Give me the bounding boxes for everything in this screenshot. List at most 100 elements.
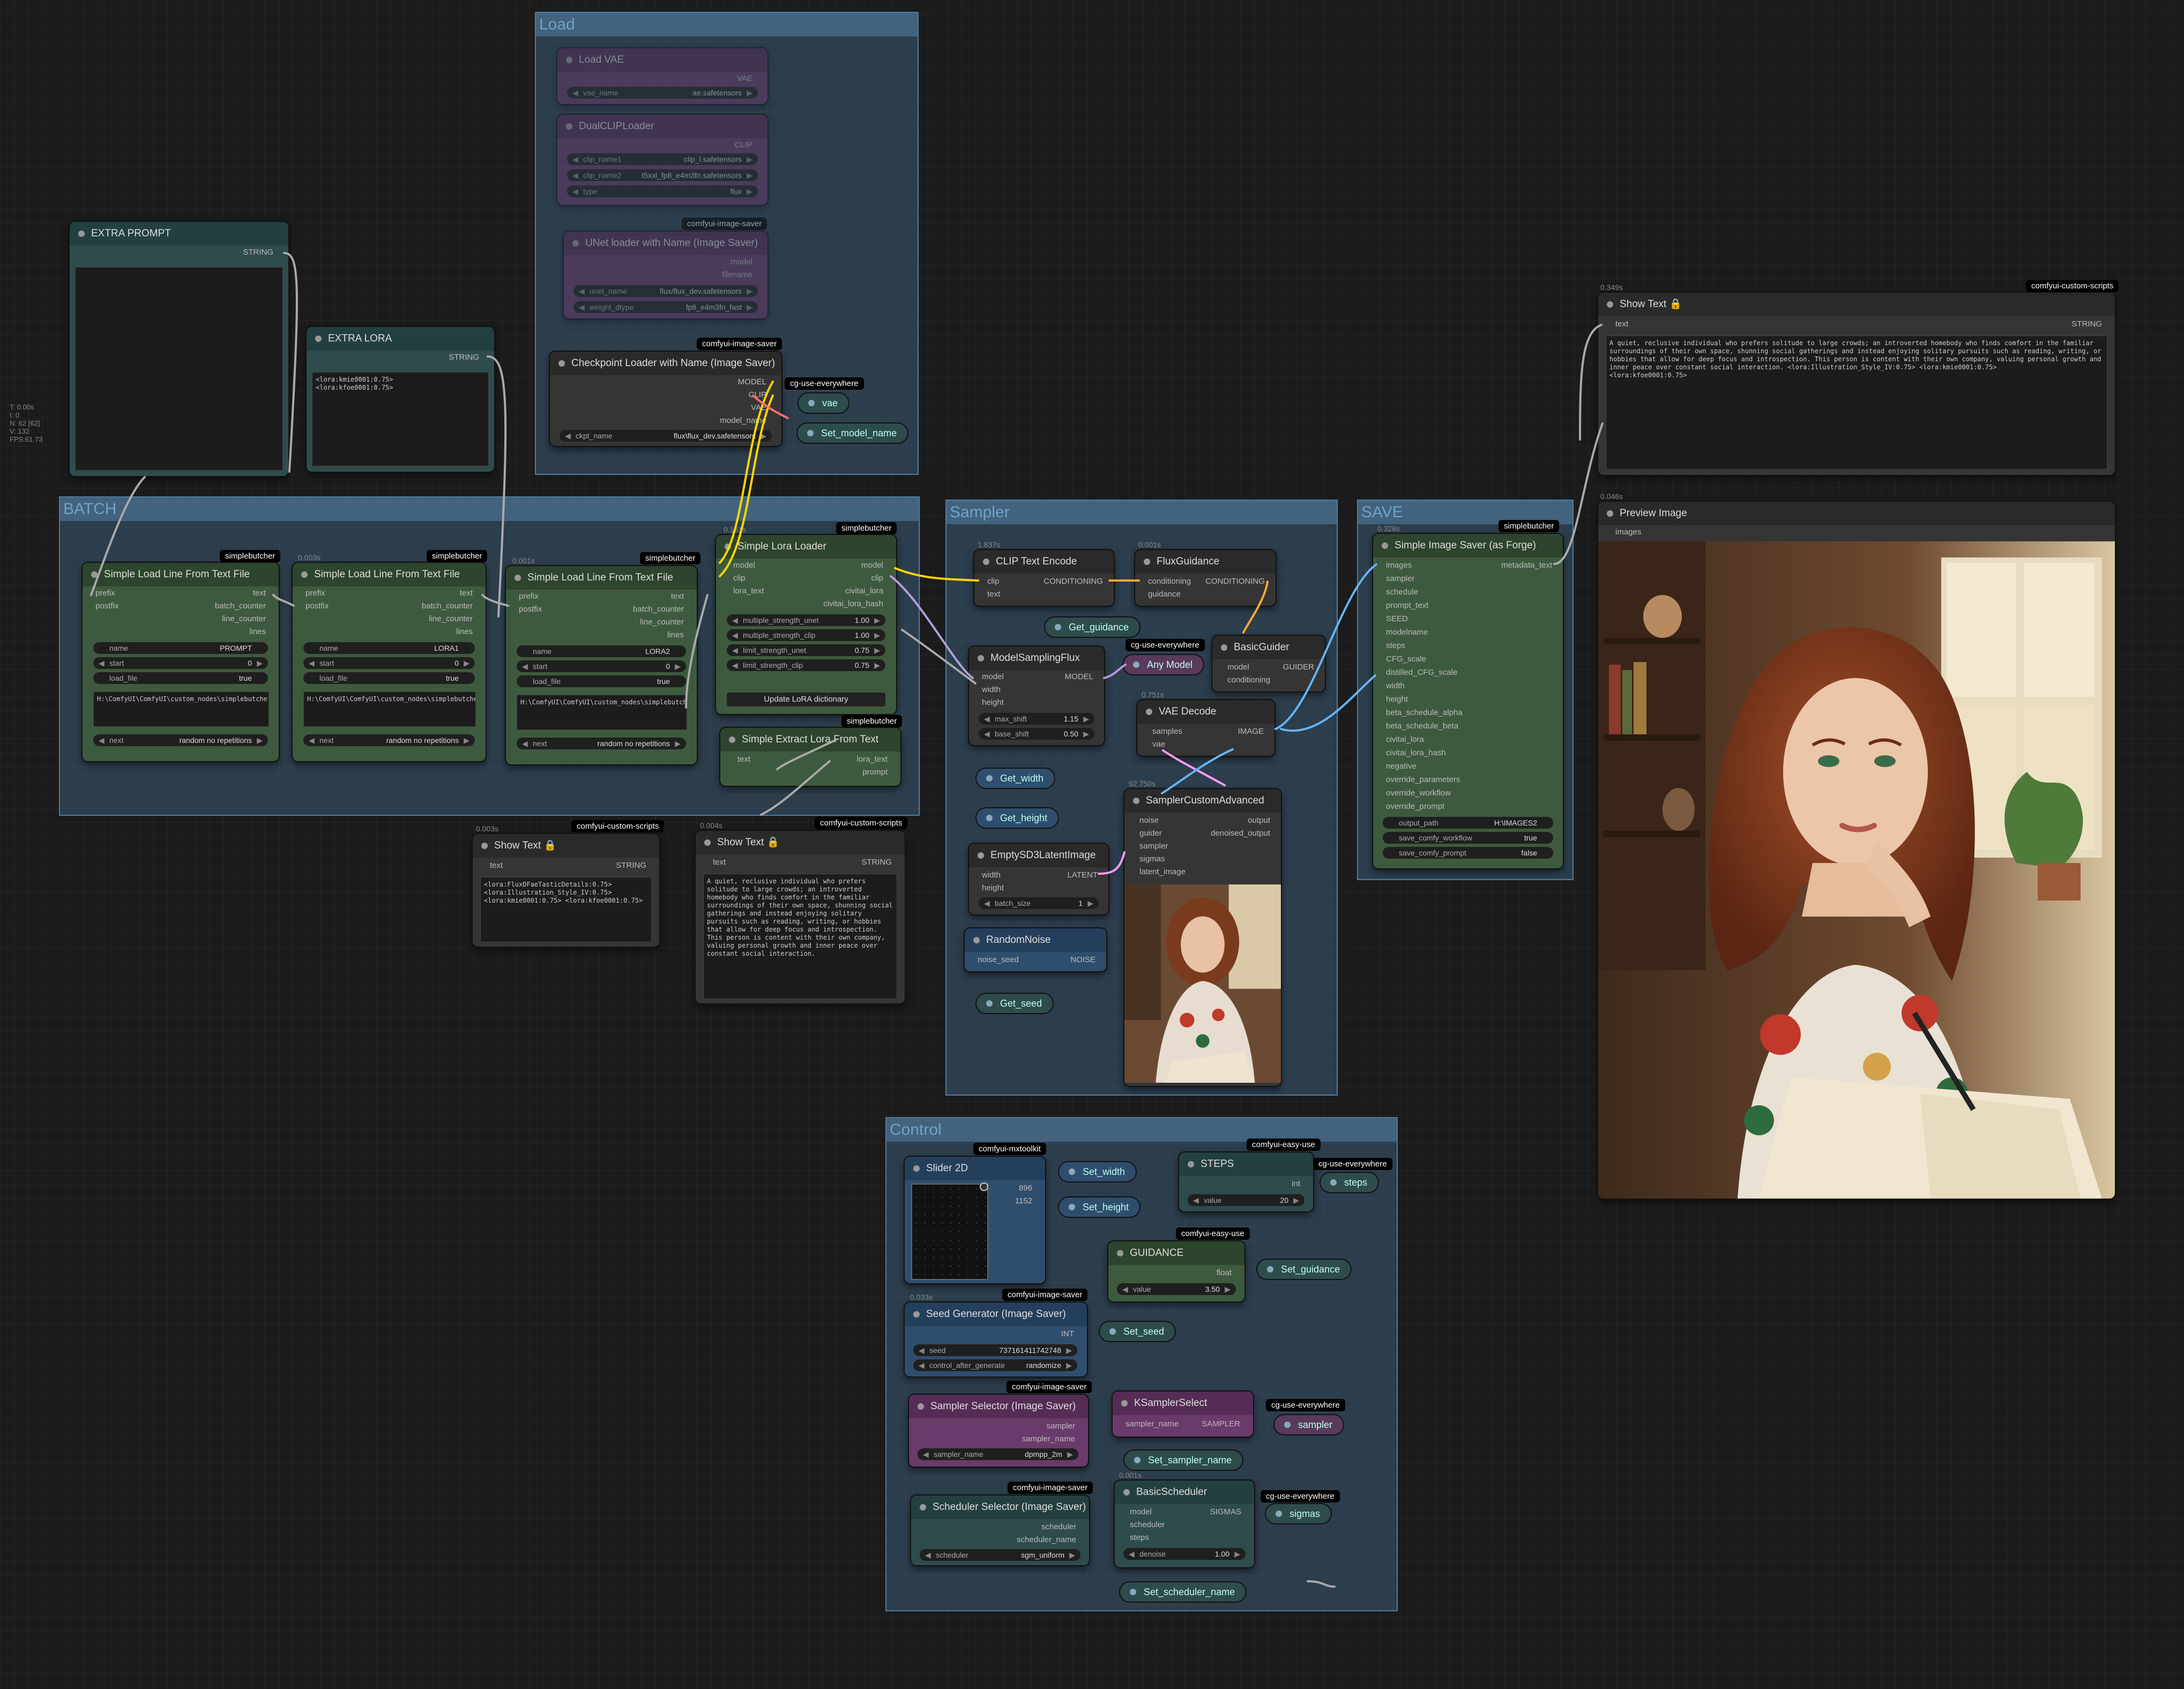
output-prompt[interactable]: prompt bbox=[862, 768, 888, 777]
input-lora-text[interactable]: lora_text bbox=[733, 586, 764, 596]
output-civitai-lora-hash[interactable]: civitai_lora_hash bbox=[823, 599, 883, 608]
arrow-right-icon[interactable]: ▶ bbox=[257, 736, 263, 745]
arrow-right-icon[interactable]: ▶ bbox=[1225, 1285, 1231, 1293]
input-scheduler[interactable]: scheduler bbox=[1130, 1520, 1165, 1529]
node-load-line-prompt[interactable]: Simple Load Line From Text File prefix p… bbox=[83, 563, 279, 761]
output-denoised[interactable]: denoised_output bbox=[1211, 829, 1270, 838]
arrow-right-icon[interactable]: ▶ bbox=[747, 303, 752, 311]
input-sigmas[interactable]: sigmas bbox=[1139, 854, 1165, 864]
input-override-parameters[interactable]: override_parameters bbox=[1386, 775, 1460, 784]
output-filename[interactable]: filename bbox=[722, 270, 752, 279]
input-steps[interactable]: steps bbox=[1130, 1533, 1149, 1542]
extra-prompt-textarea[interactable] bbox=[75, 267, 283, 471]
output-string[interactable]: STRING bbox=[616, 861, 646, 870]
node-scheduler-selector[interactable]: Scheduler Selector (Image Saver) schedul… bbox=[911, 1495, 1089, 1565]
output-sampler[interactable]: sampler bbox=[1046, 1422, 1075, 1431]
arrow-left-icon[interactable]: ◀ bbox=[732, 661, 738, 669]
input-override-workflow[interactable]: override_workflow bbox=[1386, 788, 1451, 798]
arrow-left-icon[interactable]: ◀ bbox=[923, 1450, 929, 1459]
input-height[interactable]: height bbox=[1386, 695, 1408, 704]
output-clip[interactable]: CLIP bbox=[734, 140, 752, 150]
output-float[interactable]: float bbox=[1216, 1268, 1232, 1277]
output-text[interactable]: text bbox=[670, 592, 684, 601]
arrow-left-icon[interactable]: ◀ bbox=[1122, 1285, 1128, 1293]
output-lora-text[interactable]: lora_text bbox=[856, 755, 888, 764]
arrow-left-icon[interactable]: ◀ bbox=[732, 616, 738, 624]
output-output[interactable]: output bbox=[1248, 816, 1270, 825]
arrow-right-icon[interactable]: ▶ bbox=[1083, 730, 1089, 738]
output-batch-counter[interactable]: batch_counter bbox=[421, 601, 473, 611]
input-postfix[interactable]: postfix bbox=[95, 601, 119, 611]
arrow-right-icon[interactable]: ▶ bbox=[747, 155, 752, 163]
arrow-left-icon[interactable]: ◀ bbox=[565, 431, 571, 440]
node-show-text-final[interactable]: Show Text 🔒 text STRING A quiet, reclusi… bbox=[1598, 293, 2115, 475]
arrow-right-icon[interactable]: ▶ bbox=[874, 661, 880, 669]
node-random-noise[interactable]: RandomNoise noise_seed NOISE bbox=[965, 928, 1106, 971]
input-postfix[interactable]: postfix bbox=[305, 601, 329, 611]
arrow-right-icon[interactable]: ▶ bbox=[1066, 1361, 1072, 1370]
arrow-left-icon[interactable]: ◀ bbox=[99, 736, 105, 745]
file-path-textarea[interactable]: H:\ComfyUI\ComfyUI\custom_nodes\simplebu… bbox=[517, 695, 687, 730]
input-sampler[interactable]: sampler bbox=[1139, 842, 1168, 851]
set-seed-node[interactable]: Set_seed bbox=[1100, 1322, 1175, 1341]
get-height-node[interactable]: Get_height bbox=[977, 808, 1059, 828]
slider-handle[interactable] bbox=[980, 1182, 988, 1191]
arrow-right-icon[interactable]: ▶ bbox=[464, 736, 469, 745]
arrow-right-icon[interactable]: ▶ bbox=[1234, 1550, 1240, 1558]
node-preview-image[interactable]: Preview Image images bbox=[1598, 502, 2115, 1199]
arrow-left-icon[interactable]: ◀ bbox=[919, 1346, 925, 1355]
node-load-line-lora1[interactable]: Simple Load Line From Text File prefix p… bbox=[293, 563, 486, 761]
output-clip[interactable]: clip bbox=[871, 574, 883, 583]
arrow-right-icon[interactable]: ▶ bbox=[257, 659, 263, 667]
arrow-left-icon[interactable]: ◀ bbox=[309, 659, 315, 667]
output-model[interactable]: model bbox=[861, 561, 883, 570]
input-prefix[interactable]: prefix bbox=[305, 589, 325, 598]
node-extra-prompt[interactable]: EXTRA PROMPT STRING bbox=[70, 222, 288, 476]
output-noise[interactable]: NOISE bbox=[1070, 955, 1095, 964]
input-samples[interactable]: samples bbox=[1152, 727, 1182, 736]
input-civitai-lora-hash[interactable]: civitai_lora_hash bbox=[1386, 748, 1446, 757]
arrow-right-icon[interactable]: ▶ bbox=[747, 171, 752, 180]
set-model-name-node[interactable]: Set_model_name bbox=[797, 423, 908, 443]
input-negative[interactable]: negative bbox=[1386, 762, 1417, 771]
arrow-left-icon[interactable]: ◀ bbox=[309, 736, 315, 745]
input-guidance[interactable]: guidance bbox=[1148, 590, 1181, 599]
steps-reroute[interactable]: steps bbox=[1321, 1173, 1378, 1192]
arrow-left-icon[interactable]: ◀ bbox=[579, 287, 585, 295]
output-sampler[interactable]: SAMPLER bbox=[1202, 1419, 1240, 1428]
arrow-right-icon[interactable]: ▶ bbox=[464, 659, 469, 667]
node-slider-2d[interactable]: Slider 2D 896 1152 bbox=[905, 1157, 1045, 1283]
input-model[interactable]: model bbox=[982, 672, 1004, 681]
arrow-left-icon[interactable]: ◀ bbox=[522, 662, 528, 671]
input-model[interactable]: model bbox=[1227, 663, 1249, 672]
input-model[interactable]: model bbox=[733, 561, 755, 570]
input-cfg-scale[interactable]: CFG_scale bbox=[1386, 654, 1427, 664]
sampler-reroute[interactable]: sampler bbox=[1274, 1415, 1344, 1434]
node-load-line-lora2[interactable]: Simple Load Line From Text File prefix p… bbox=[506, 566, 697, 764]
output-lines[interactable]: lines bbox=[667, 630, 684, 639]
vae-reroute[interactable]: vae bbox=[799, 393, 849, 413]
output-string[interactable]: STRING bbox=[243, 248, 273, 257]
node-sampler-custom-advanced[interactable]: SamplerCustomAdvanced noise guider sampl… bbox=[1124, 789, 1281, 1086]
get-seed-node[interactable]: Get_seed bbox=[977, 994, 1053, 1013]
